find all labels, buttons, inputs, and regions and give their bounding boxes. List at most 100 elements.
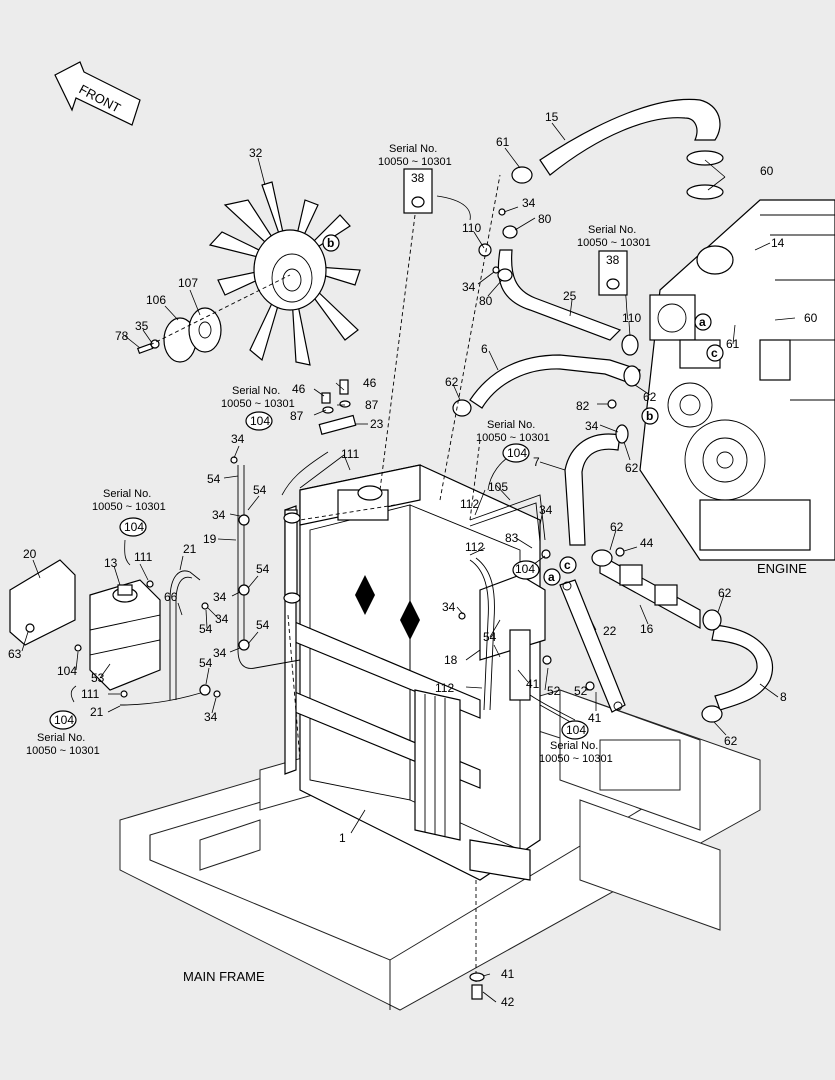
hose-8 bbox=[711, 624, 774, 711]
callout-82: 82 bbox=[576, 399, 590, 413]
callout-80: 80 bbox=[479, 294, 493, 308]
serial-inset-box-38-a bbox=[403, 168, 433, 214]
callout-54: 54 bbox=[207, 472, 221, 486]
serial-range-label: 10050 ~ 10301 bbox=[577, 237, 651, 249]
callout-52: 52 bbox=[547, 684, 561, 698]
serial-range-label: 10050 ~ 10301 bbox=[476, 432, 550, 444]
callout-23: 23 bbox=[370, 417, 384, 431]
ref-letter-a: a bbox=[548, 570, 555, 584]
upper-hose-15 bbox=[539, 98, 721, 176]
callout-54: 54 bbox=[256, 562, 270, 576]
reserve-tank bbox=[9, 559, 161, 691]
callout-104: 104 bbox=[54, 713, 74, 727]
callout-54: 54 bbox=[199, 656, 213, 670]
serial-inset-box-38-b bbox=[598, 250, 628, 296]
callout-38: 38 bbox=[411, 171, 425, 185]
callout-110: 110 bbox=[622, 311, 641, 325]
callout-54: 54 bbox=[256, 618, 270, 632]
callout-34: 34 bbox=[585, 419, 599, 433]
callout-106: 106 bbox=[146, 293, 166, 307]
callout-60: 60 bbox=[804, 311, 818, 325]
callout-104: 104 bbox=[124, 520, 144, 534]
callout-62: 62 bbox=[625, 461, 639, 475]
fan-spacer-parts bbox=[136, 274, 291, 363]
ref-letter-b: b bbox=[646, 409, 653, 423]
callout-41: 41 bbox=[588, 711, 602, 725]
callout-107: 107 bbox=[178, 276, 198, 290]
callout-66: 66 bbox=[164, 590, 178, 604]
callout-1: 1 bbox=[339, 831, 346, 845]
pipe-16 bbox=[599, 553, 701, 630]
callout-111: 111 bbox=[81, 687, 100, 701]
callout-110: 110 bbox=[462, 221, 481, 235]
serial-range-label: 10050 ~ 10301 bbox=[378, 156, 452, 168]
callout-54: 54 bbox=[253, 483, 267, 497]
front-arrow: FRONT bbox=[54, 61, 141, 126]
hose-6 bbox=[469, 354, 641, 409]
callout-104: 104 bbox=[250, 414, 270, 428]
ref-letter-circles bbox=[322, 234, 724, 586]
serial-no-label: Serial No. bbox=[389, 143, 437, 155]
serial-range-label: 10050 ~ 10301 bbox=[221, 398, 295, 410]
callout-62: 62 bbox=[643, 390, 657, 404]
serial-no-label: Serial No. bbox=[37, 732, 85, 744]
cooling-fan bbox=[208, 181, 361, 366]
serial-no-label: Serial No. bbox=[103, 488, 151, 500]
stay-bar bbox=[559, 579, 626, 713]
callout-34: 34 bbox=[539, 503, 553, 517]
serial-no-label: Serial No. bbox=[232, 385, 280, 397]
callout-83: 83 bbox=[505, 531, 519, 545]
serial-range-label: 10050 ~ 10301 bbox=[26, 745, 100, 757]
callout-62: 62 bbox=[724, 734, 738, 748]
callout-41: 41 bbox=[501, 967, 515, 981]
callout-42: 42 bbox=[501, 995, 515, 1009]
callout-38: 38 bbox=[606, 253, 620, 267]
callout-46: 46 bbox=[292, 382, 306, 396]
callout-46: 46 bbox=[363, 376, 377, 390]
serial-no-label: Serial No. bbox=[588, 224, 636, 236]
mount-bolt-bottom bbox=[469, 880, 485, 1000]
callout-21: 21 bbox=[90, 705, 104, 719]
callout-61: 61 bbox=[726, 337, 740, 351]
callout-19: 19 bbox=[203, 532, 217, 546]
callout-52: 52 bbox=[574, 684, 588, 698]
callout-16: 16 bbox=[640, 622, 654, 636]
section-labels: ENGINE MAIN FRAME bbox=[183, 561, 807, 984]
callout-62: 62 bbox=[610, 520, 624, 534]
callout-80: 80 bbox=[538, 212, 552, 226]
serial-range-label: 10050 ~ 10301 bbox=[92, 501, 166, 513]
hose-7 bbox=[564, 433, 621, 546]
serial-no-label: Serial No. bbox=[550, 740, 598, 752]
callout-34: 34 bbox=[213, 646, 227, 660]
callout-34: 34 bbox=[215, 612, 229, 626]
part-callouts: 15 61 60 14 60 61 32 107 106 35 78 38 38… bbox=[8, 110, 818, 1009]
ref-letter-a: a bbox=[699, 315, 706, 329]
callout-62: 62 bbox=[445, 375, 459, 389]
callout-18: 18 bbox=[444, 653, 458, 667]
callout-35: 35 bbox=[135, 319, 149, 333]
callout-111: 111 bbox=[134, 550, 153, 564]
callout-13: 13 bbox=[104, 556, 118, 570]
callout-105: 105 bbox=[488, 480, 508, 494]
serial-no-label: Serial No. bbox=[487, 419, 535, 431]
callout-87: 87 bbox=[365, 398, 379, 412]
callout-78: 78 bbox=[115, 329, 129, 343]
callout-34: 34 bbox=[442, 600, 456, 614]
callout-104-ovals bbox=[49, 411, 589, 740]
callout-62: 62 bbox=[718, 586, 732, 600]
callout-22: 22 bbox=[603, 624, 617, 638]
callout-112: 112 bbox=[465, 540, 484, 554]
ref-letter-b: b bbox=[327, 236, 334, 250]
callout-63: 63 bbox=[8, 647, 22, 661]
callout-7: 7 bbox=[533, 455, 540, 469]
callout-104: 104 bbox=[566, 723, 586, 737]
callout-60: 60 bbox=[760, 164, 774, 178]
pipe-18 bbox=[469, 557, 495, 711]
pipe-19 bbox=[237, 465, 301, 669]
callout-34: 34 bbox=[462, 280, 476, 294]
callout-34: 34 bbox=[212, 508, 226, 522]
callout-15: 15 bbox=[545, 110, 559, 124]
leader-lines bbox=[21, 122, 796, 1003]
callout-34: 34 bbox=[231, 432, 245, 446]
